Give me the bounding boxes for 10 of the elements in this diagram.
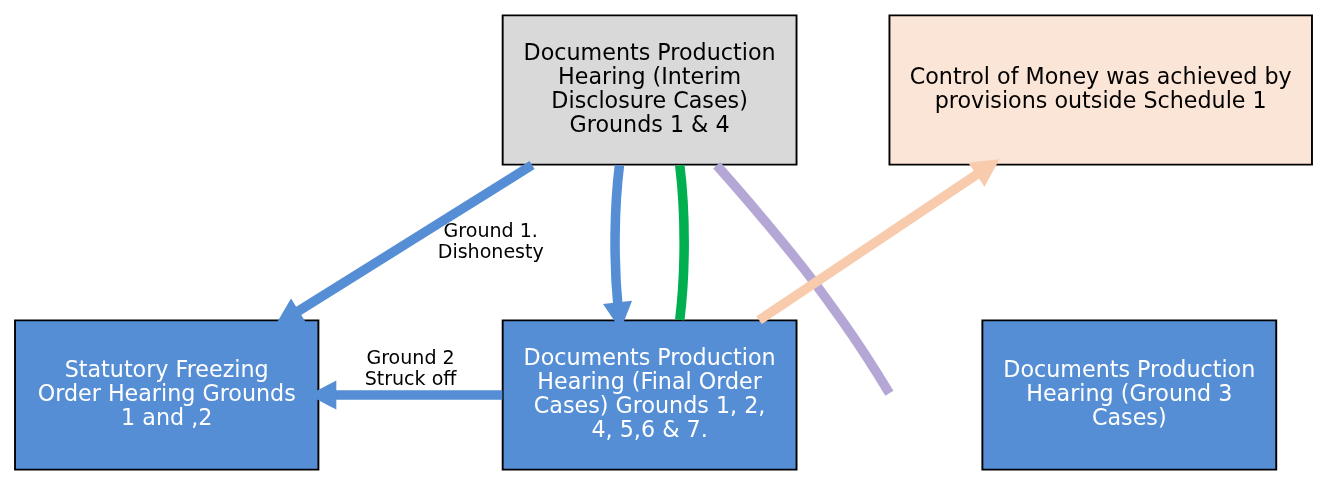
arrow	[756, 158, 1000, 324]
node-box: Control of Money was achieved by provisions outside Schedule 1	[888, 13, 1313, 166]
node-box: Documents Production Hearing (Interim Disclosure Cases) Grounds 1 & 4	[501, 13, 798, 166]
edge-label: Ground 2 Struck off	[364, 345, 457, 389]
edge-label: Ground 1. Dishonesty	[437, 218, 544, 262]
node-box: Statutory Freezing Order Hearing Grounds 1 and ,2	[14, 318, 320, 471]
node-box: Documents Production Hearing (Ground 3 Cases)	[981, 318, 1278, 471]
node-box: Documents Production Hearing (Final Order Cases) Grounds 1, 2, 4, 5,6 & 7.	[501, 318, 798, 471]
connector	[713, 161, 894, 396]
connector	[675, 164, 689, 320]
